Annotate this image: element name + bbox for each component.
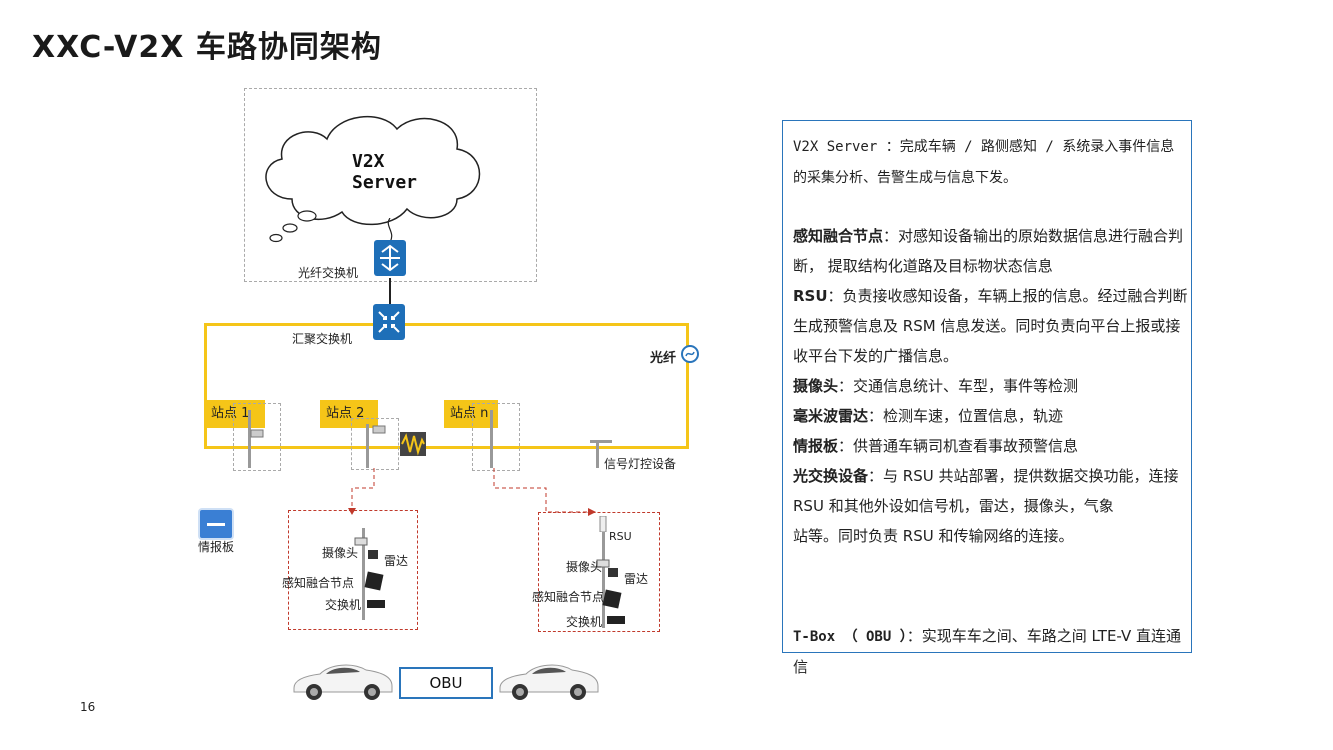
page-number: 16 [80, 700, 96, 714]
cloud-label: V2X Server [352, 151, 418, 193]
page-title: XXC-V2X 车路协同架构 [32, 30, 382, 65]
component-descriptions: 感知融合节点：对感知设备输出的原始数据信息进行融合判断， 提取结构化道路及目标物… [793, 221, 1188, 551]
left-cluster-pole [362, 528, 365, 620]
signal-control-label: 信号灯控设备 [604, 457, 677, 471]
server-text: V2X Server ：完成车辆 / 路侧感知 / 系统录入事件信息的采集分析、… [793, 139, 1175, 186]
site-1-pole [248, 410, 251, 468]
right-switch-label: 交换机 [566, 615, 603, 629]
right-rsu-label: RSU [609, 530, 632, 543]
aggregation-switch-label: 汇聚交换机 [292, 332, 353, 346]
fusion-node-term: 感知融合节点 [793, 227, 884, 245]
site-2-pole [366, 424, 369, 468]
rsu-term: RSU [793, 287, 828, 305]
architecture-diagram: V2X Server 光纤交换机 汇聚交换机 光纤 站点 1 站点 2 站点 n… [0, 0, 699, 700]
left-switch-label: 交换机 [325, 598, 362, 612]
camera-text: ：交通信息统计、车型，事件等检测 [838, 377, 1079, 395]
info-board-text: ：供普通车辆司机查看事故预警信息 [838, 437, 1079, 455]
rsu-item: RSU：负责接收感知设备，车辆上报的信息。经过融合判断生成预警信息及 RSM 信… [793, 281, 1188, 371]
left-camera-label: 摄像头 [322, 546, 359, 560]
fusion-node-icon [364, 571, 384, 591]
aggregation-switch-icon [373, 304, 405, 340]
left-radar-label: 雷达 [384, 554, 409, 568]
signal-pole [596, 442, 599, 468]
fiber-switch-label: 光纤交换机 [298, 266, 359, 280]
site-1-box [233, 403, 281, 471]
info-board-icon [198, 508, 234, 540]
wireless-wave-icon [400, 432, 426, 456]
camera-item: 摄像头：交通信息统计、车型，事件等检测 [793, 371, 1188, 401]
fusion-node-item: 感知融合节点：对感知设备输出的原始数据信息进行融合判断， 提取结构化道路及目标物… [793, 221, 1188, 281]
optical-switch-item: 光交换设备：与 RSU 共站部署，提供数据交换功能，连接RSU 和其他外设如信号… [793, 461, 1188, 521]
optical-switch-item-cont: 站等。同时负责 RSU 和传输网络的连接。 [793, 527, 1074, 545]
fiber-label: 光纤 [650, 351, 677, 366]
radar-icon [368, 550, 378, 559]
camera-icon [250, 429, 264, 438]
obu-box: OBU [399, 667, 493, 699]
right-radar-label: 雷达 [624, 572, 649, 586]
switch-device-icon [367, 600, 385, 608]
radar-icon [608, 568, 618, 577]
signal-arm [590, 440, 612, 443]
radar-item: 毫米波雷达：检测车速，位置信息，轨迹 [793, 401, 1188, 431]
site-tag-2: 站点 2 [320, 400, 378, 428]
dashed-connector [348, 468, 375, 515]
right-cluster-pole [602, 524, 605, 628]
fiber-icon [681, 345, 699, 363]
camera-term: 摄像头 [793, 377, 839, 395]
site-tag-1: 站点 1 [205, 400, 265, 428]
info-board-term: 情报板 [793, 437, 839, 455]
optical-switch-text: ：与 RSU 共站部署，提供数据交换功能，连接RSU 和其他外设如信号机，雷达，… [793, 467, 1179, 515]
fusion-node-icon [602, 589, 622, 609]
switch-device-icon [607, 616, 625, 624]
site-2-box [351, 418, 399, 470]
site-n-box [472, 403, 520, 471]
fiber-ring [204, 323, 689, 449]
radar-term: 毫米波雷达 [793, 407, 869, 425]
right-fusion-node-label: 感知融合节点 [532, 590, 605, 604]
uplink-line [389, 278, 391, 304]
tbox-description: T-Box （ OBU ）：实现车车之间、车路之间 LTE-V 直连通信 [793, 621, 1188, 682]
cloud-icon [265, 115, 481, 243]
camera-icon [596, 559, 610, 568]
right-cluster-box [538, 512, 660, 632]
car-icon [499, 664, 599, 700]
right-camera-label: 摄像头 [566, 560, 603, 574]
camera-icon [372, 425, 386, 434]
left-cluster-box [288, 510, 418, 630]
fiber-switch-icon [374, 240, 406, 276]
tbox-term: T-Box （ OBU ） [793, 629, 907, 645]
radar-text: ：检测车速，位置信息，轨迹 [868, 407, 1064, 425]
site-n-pole [490, 410, 493, 468]
server-description: V2X Server ：完成车辆 / 路侧感知 / 系统录入事件信息的采集分析、… [793, 131, 1188, 193]
site-tag-n: 站点 n [444, 400, 498, 428]
fusion-node-text: ：对感知设备输出的原始数据信息进行融合判断， 提取结构化道路及目标物状态信息 [793, 227, 1184, 275]
connector-line [387, 218, 393, 242]
left-fusion-node-label: 感知融合节点 [282, 576, 355, 590]
rsu-antenna-icon [599, 516, 607, 532]
tbox-text: ：实现车车之间、车路之间 LTE-V 直连通信 [793, 627, 1181, 676]
car-icon [293, 664, 393, 700]
optical-switch-term: 光交换设备 [793, 467, 869, 485]
camera-icon [354, 537, 368, 546]
info-board-label: 情报板 [198, 540, 235, 554]
info-board-item: 情报板：供普通车辆司机查看事故预警信息 [793, 431, 1188, 461]
description-panel [782, 120, 1192, 653]
rsu-text: ：负责接收感知设备，车辆上报的信息。经过融合判断生成预警信息及 RSM 信息发送… [793, 287, 1188, 365]
